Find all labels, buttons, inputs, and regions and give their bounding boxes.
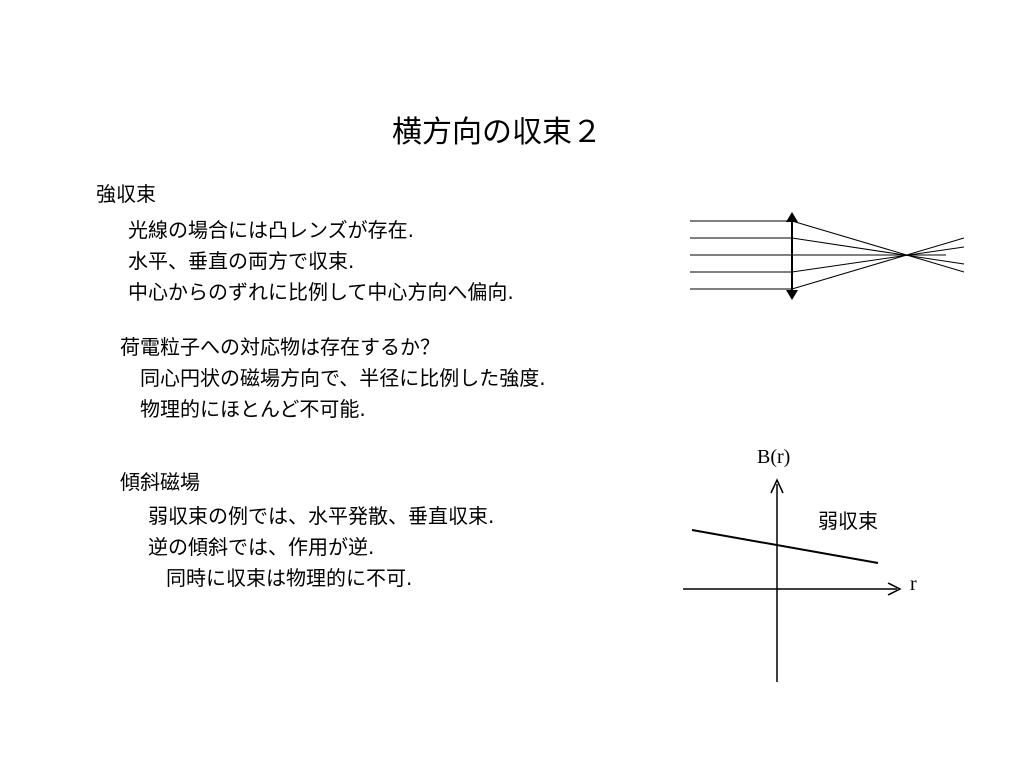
graph-x-axis-label: r	[910, 573, 917, 595]
strong-focusing-heading: 強収束	[96, 182, 156, 206]
charged-particle-line-2: 物理的にほとんど不可能.	[140, 397, 366, 421]
charged-particle-question: 荷電粒子への対応物は存在するか？	[120, 335, 440, 359]
lens-top-arrowhead	[786, 212, 798, 222]
gradient-field-line-2: 逆の傾斜では、作用が逆.	[148, 535, 375, 559]
graph-y-axis-label: B(r)	[757, 446, 790, 468]
refracted-ray-1	[791, 220, 965, 273]
refracted-ray-2	[791, 237, 965, 265]
graph-x-axis-arrowhead	[887, 582, 902, 596]
lens-bottom-arrowhead	[786, 290, 798, 300]
graph-y-axis-arrowhead	[770, 478, 784, 494]
gradient-field-line-3: 同時に収束は物理的に不可.	[166, 566, 413, 590]
weak-focusing-label: 弱収束	[818, 509, 878, 533]
gradient-field-line-1: 弱収束の例では、水平発散、垂直収束.	[148, 504, 495, 528]
strong-focusing-line-1: 光線の場合には凸レンズが存在.	[128, 218, 414, 242]
strong-focusing-line-2: 水平、垂直の両方で収束.	[128, 249, 355, 273]
field-line	[691, 529, 879, 564]
refracted-ray-4	[791, 246, 965, 273]
strong-focusing-line-3: 中心からのずれに比例して中心方向へ偏向.	[128, 280, 514, 304]
charged-particle-line-1: 同心円状の磁場方向で、半径に比例した強度.	[140, 366, 546, 390]
gradient-field-heading: 傾斜磁場	[120, 470, 200, 494]
page-title: 横方向の収束２	[392, 115, 602, 150]
refracted-ray-5	[791, 237, 965, 290]
